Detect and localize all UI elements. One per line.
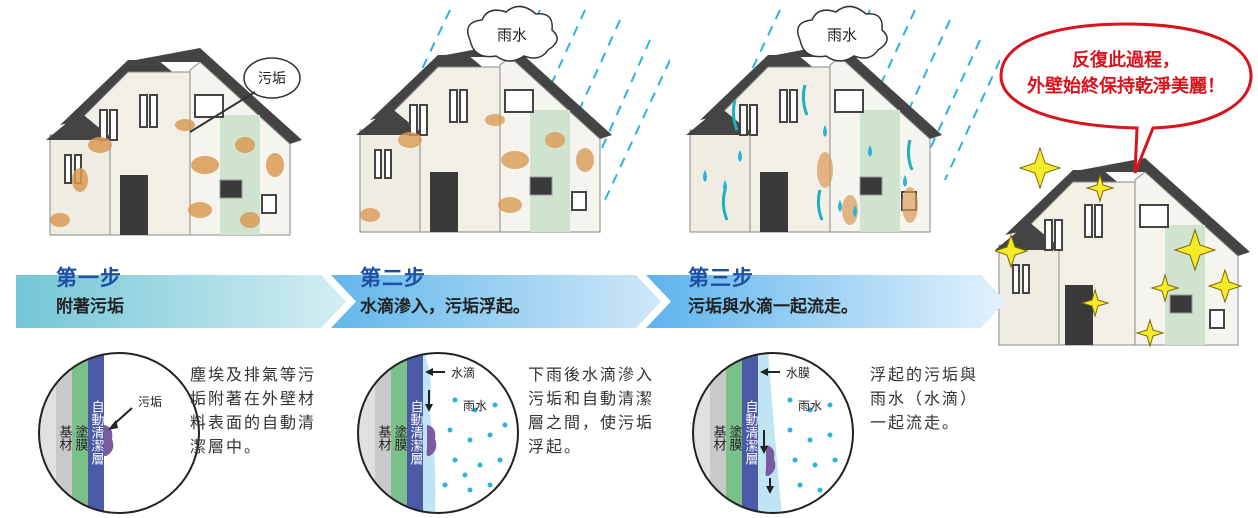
house-3-illustration: 雨水 (686, 5, 1000, 233)
section2-base-label: 基材 (376, 425, 392, 451)
section3-water-film-label: 水膜 (786, 366, 810, 380)
cross-section-1: 污垢 基材 塗膜 自動清潔層 (38, 352, 200, 514)
house-1-illustration: 污垢 (46, 48, 302, 236)
section3-selfclean-label: 自動清潔層 (743, 400, 759, 466)
rain-cloud-label-2: 雨水 (497, 26, 527, 44)
step-2-desc: 水滴滲入，污垢浮起。 (360, 297, 530, 317)
step-arrow-band (16, 275, 1006, 328)
step3-line-3: 一起流走。 (870, 413, 961, 432)
step2-line-4: 浮起。 (528, 437, 583, 456)
step3-line-1: 浮起的污垢與 (870, 365, 979, 384)
step1-line-1: 塵埃及排氣等污 (190, 365, 317, 384)
step1-line-3: 料表面的自動清 (190, 413, 317, 432)
callout-line-2: 外壁始終保持乾淨美麗！ (1027, 76, 1225, 97)
step-2-title: 第二步 (360, 266, 426, 290)
callout-bubble (999, 22, 1253, 174)
house-4-illustration (995, 146, 1250, 348)
section3-paint-label: 塗膜 (727, 424, 743, 451)
house-2-illustration: 雨水 (356, 5, 670, 233)
step2-line-1: 下雨後水滴滲入 (528, 365, 655, 384)
section3-base-label: 基材 (711, 425, 727, 451)
section1-paint-label: 塗膜 (73, 424, 89, 451)
callout-line-1: 反復此過程， (1072, 50, 1180, 71)
step3-line-2: 雨水（水滴） (870, 389, 979, 408)
step-1-description: 塵埃及排氣等污 垢附著在外壁材 料表面的自動清 潔層中。 (190, 363, 350, 459)
step2-line-2: 污垢和自動清潔 (528, 389, 655, 408)
section3-rain-label: 雨水 (798, 399, 822, 413)
section2-paint-label: 塗膜 (392, 424, 408, 451)
step2-line-3: 層之間，使污垢 (528, 413, 655, 432)
section2-water-drop-label: 水滴 (451, 365, 475, 380)
cross-section-3: 水膜 雨水 基材 塗膜 自動清潔層 (692, 352, 854, 514)
step1-line-2: 垢附著在外壁材 (190, 389, 317, 408)
section1-selfclean-label: 自動清潔層 (89, 400, 105, 466)
cross-section-2: 水滴 雨水 基材 塗膜 自動清潔層 (357, 352, 519, 514)
section1-base-label: 基材 (57, 425, 73, 451)
step-1-desc: 附著污垢 (56, 297, 124, 317)
dirt-bubble-label: 污垢 (258, 71, 286, 87)
step-3-description: 浮起的污垢與 雨水（水滴） 一起流走。 (870, 363, 1020, 435)
step-3-title: 第三步 (688, 266, 754, 290)
section2-selfclean-label: 自動清潔層 (408, 400, 424, 466)
step-3-desc: 污垢與水滴一起流走。 (688, 297, 858, 317)
step-2-description: 下雨後水滴滲入 污垢和自動清潔 層之間，使污垢 浮起。 (528, 363, 688, 459)
rain-cloud-label-3: 雨水 (827, 26, 857, 44)
callout-text: 反復此過程， 外壁始終保持乾淨美麗！ (1000, 48, 1252, 100)
step-1-title: 第一步 (56, 266, 122, 290)
section1-dirt-label: 污垢 (138, 395, 162, 409)
step1-line-4: 潔層中。 (190, 437, 263, 456)
section2-rain-label: 雨水 (463, 399, 487, 413)
